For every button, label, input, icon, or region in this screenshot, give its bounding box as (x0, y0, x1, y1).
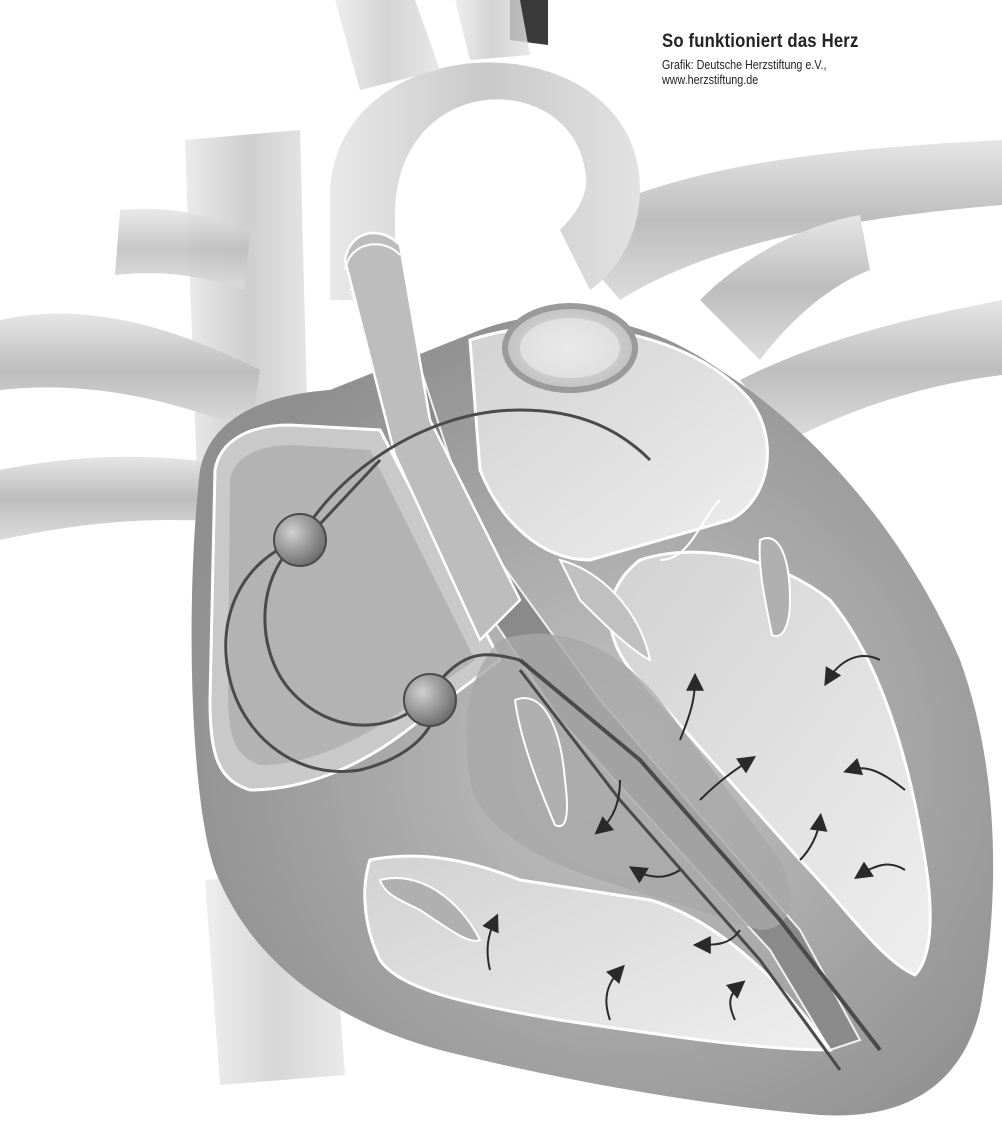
aorta-top-branch-2 (455, 0, 530, 60)
caption-credit-line-2: www.herzstiftung.de (662, 73, 946, 88)
av-node (404, 674, 456, 726)
caption-title: So funktioniert das Herz (662, 30, 952, 54)
caption-credit: Grafik: Deutsche Herzstiftung e.V., www.… (662, 58, 946, 88)
sinus-node (274, 514, 326, 566)
caption-credit-line-1: Grafik: Deutsche Herzstiftung e.V., (662, 58, 946, 73)
caption-block: So funktioniert das Herz Grafik: Deutsch… (662, 30, 992, 88)
